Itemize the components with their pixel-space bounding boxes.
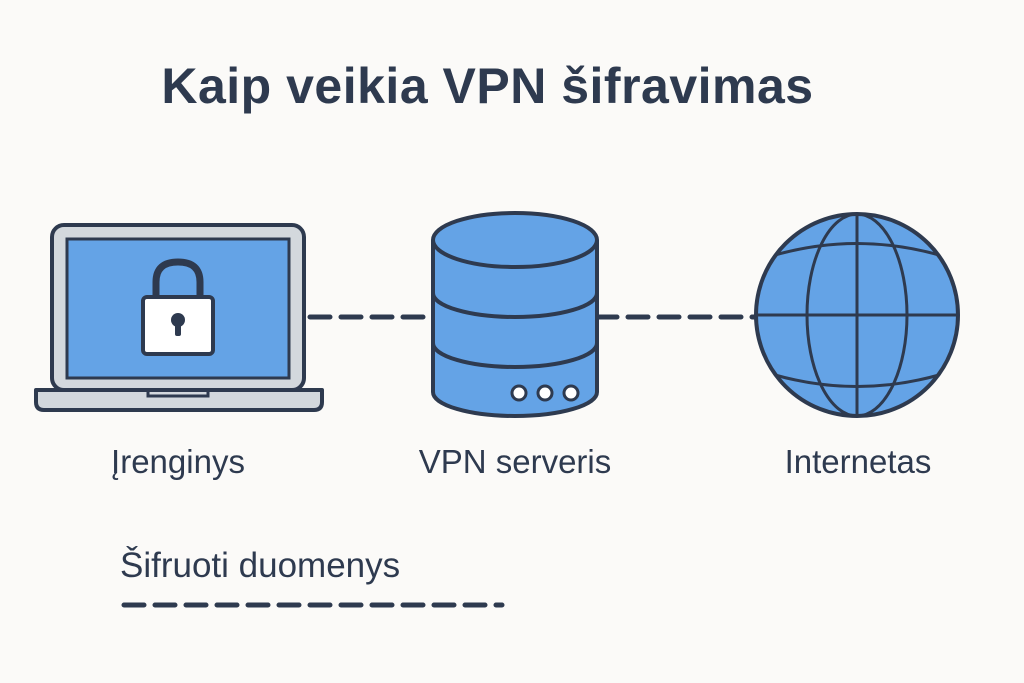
node-label-device: Įrenginys: [111, 443, 245, 480]
globe-icon: [754, 212, 960, 418]
database-server-icon: [431, 211, 599, 418]
legend-label: Šifruoti duomenys: [120, 546, 401, 585]
padlock-icon: [141, 258, 215, 356]
laptop-lock-icon: [34, 223, 324, 412]
diagram-title: Kaip veikia VPN šifravimas: [161, 58, 814, 114]
node-label-internet: Internetas: [784, 443, 932, 480]
node-label-server: VPN serveris: [418, 443, 612, 480]
